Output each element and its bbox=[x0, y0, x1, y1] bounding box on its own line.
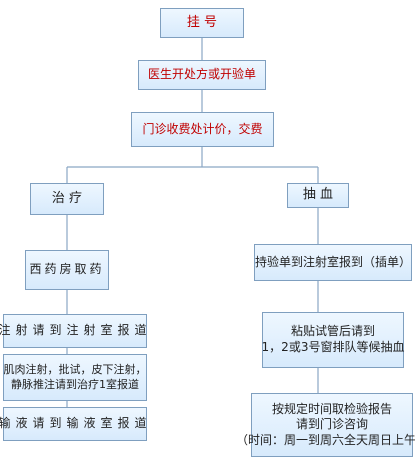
results-node: 按规定时间取检验报告 请到门诊咨询 （时间：周一到周六全天周日上午） bbox=[236, 393, 415, 457]
blood-register-node: 持验单到注射室报到（插单） bbox=[254, 244, 412, 281]
register-node: 挂 号 bbox=[160, 8, 244, 38]
blood-node: 抽 血 bbox=[287, 183, 349, 208]
treatment-node: 治 疗 bbox=[30, 183, 104, 215]
blood-queue-node: 粘贴试管后请到 1，2或3号窗排队等候抽血 bbox=[262, 312, 404, 368]
injection-types-node: 肌肉注射，批试，皮下注射， 静脉推注请到治疗1室报道 bbox=[3, 354, 147, 401]
infusion-node: 输液请到输液室报道 bbox=[0, 407, 147, 441]
doctor-node: 医生开处方或开验单 bbox=[138, 60, 266, 90]
pharmacy-node: 西药房取药 bbox=[25, 250, 109, 290]
payment-node: 门诊收费处计价，交费 bbox=[131, 112, 274, 147]
injection-room-node: 注射请到注射室报道 bbox=[0, 314, 147, 348]
